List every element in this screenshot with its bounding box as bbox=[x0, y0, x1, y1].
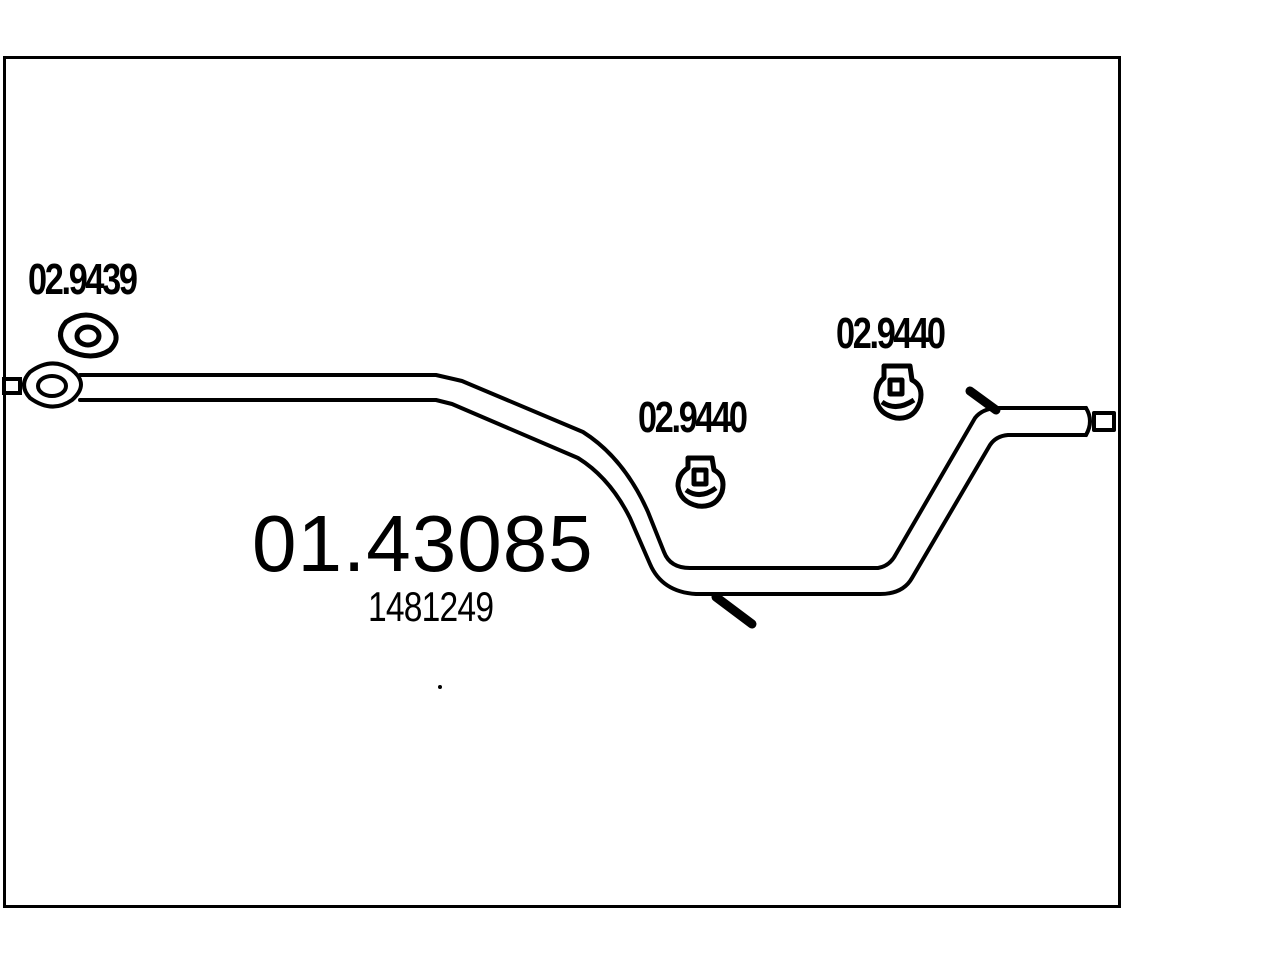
gasket-part-label: 02.9439 bbox=[28, 255, 138, 304]
hanger-part-label: 02.9440 bbox=[638, 393, 748, 442]
inlet-flange bbox=[2, 361, 83, 409]
hanger-part-label: 02.9440 bbox=[836, 309, 946, 358]
rubber-hanger-icon bbox=[675, 455, 726, 509]
rubber-hanger-icon bbox=[873, 363, 924, 421]
exhaust-pipe bbox=[78, 373, 1116, 596]
oe-part-number: 1481249 bbox=[368, 583, 494, 630]
hanger-rod bbox=[711, 386, 1001, 629]
drawing-frame bbox=[3, 56, 1121, 908]
main-part-number: 01.43085 bbox=[252, 499, 594, 588]
stray-dot bbox=[438, 685, 442, 689]
gasket-icon bbox=[58, 312, 119, 359]
